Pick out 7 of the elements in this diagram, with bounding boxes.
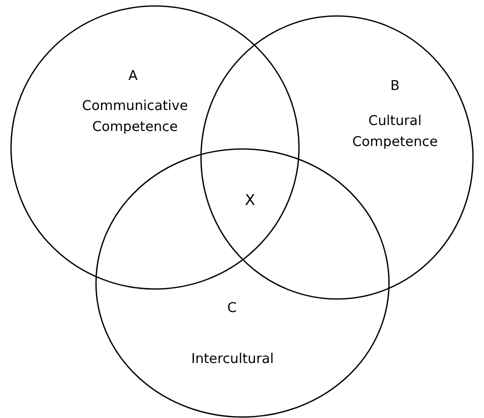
- set-letter: A: [127, 67, 139, 86]
- set-letter: C: [226, 299, 238, 318]
- set-label: Intercultural: [190, 350, 275, 369]
- set-label: Communicative Competence: [81, 97, 189, 137]
- set-letter: B: [389, 77, 401, 96]
- intersection-label: X: [244, 190, 256, 211]
- set-label: Cultural Competence: [351, 112, 439, 152]
